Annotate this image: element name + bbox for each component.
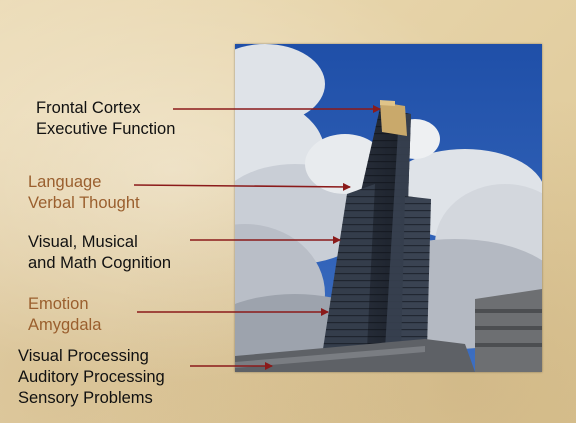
- label-visual-line2: and Math Cognition: [28, 254, 172, 272]
- label-language-line1: Language: [28, 173, 102, 191]
- label-sensory-line2: Auditory Processing: [18, 368, 165, 386]
- label-visual-musical: Visual, Musical and Math Cognition: [28, 232, 171, 274]
- tower-photo: [235, 44, 542, 372]
- label-visual-line1: Visual, Musical: [28, 233, 138, 251]
- label-emotion-line2: Amygdala: [28, 316, 102, 334]
- label-sensory: Visual Processing Auditory Processing Se…: [18, 346, 165, 409]
- label-language-line2: Verbal Thought: [28, 194, 140, 212]
- label-emotion-line1: Emotion: [28, 295, 89, 313]
- label-sensory-line1: Visual Processing: [18, 347, 149, 365]
- label-frontal-line2: Executive Function: [36, 120, 176, 138]
- label-language: Language Verbal Thought: [28, 172, 140, 214]
- label-emotion: Emotion Amygdala: [28, 294, 101, 336]
- label-sensory-line3: Sensory Problems: [18, 389, 153, 407]
- label-frontal-line1: Frontal Cortex: [36, 99, 141, 117]
- label-frontal-cortex: Frontal Cortex Executive Function: [36, 98, 175, 140]
